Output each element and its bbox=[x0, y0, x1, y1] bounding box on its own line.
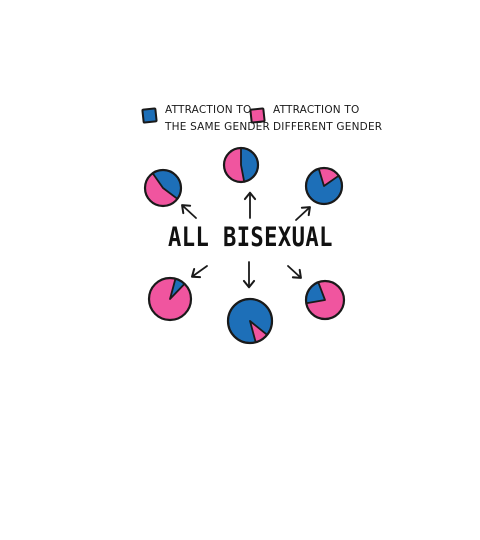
pies-group bbox=[143, 146, 346, 345]
pie-2 bbox=[222, 146, 260, 184]
arrow-bottom-right bbox=[287, 265, 302, 279]
legend-different-line1: Attraction to bbox=[273, 104, 360, 116]
legend-label-different: Attraction to different gender bbox=[273, 102, 382, 136]
arrows-group bbox=[181, 191, 311, 289]
pie-6 bbox=[304, 279, 346, 321]
legend-same-line1: Attraction to bbox=[165, 104, 252, 116]
legend-same-gender: Attraction to the same gender bbox=[141, 102, 270, 136]
legend-label-same: Attraction to the same gender bbox=[165, 102, 270, 136]
pie-4-outline bbox=[147, 276, 193, 322]
pie-4 bbox=[147, 276, 193, 322]
arrow-top-right bbox=[295, 206, 311, 221]
legend-different-line2: different gender bbox=[273, 121, 383, 133]
pie-5 bbox=[226, 297, 274, 345]
pie-3 bbox=[304, 166, 344, 206]
pie-3-outline bbox=[304, 166, 344, 206]
legend-same-line2: the same gender bbox=[165, 121, 270, 133]
legend-different-gender: Attraction to different gender bbox=[249, 102, 382, 136]
pie-2-outline bbox=[222, 146, 260, 184]
pie-5-outline bbox=[226, 297, 274, 345]
pie-1-outline bbox=[143, 168, 183, 208]
pie-6-outline bbox=[304, 279, 346, 321]
pie-2-slice-same bbox=[240, 147, 259, 183]
arrow-top-left bbox=[181, 204, 197, 219]
arrow-bottom-left bbox=[190, 265, 208, 279]
pie-1 bbox=[143, 168, 183, 208]
center-title: ALL BISEXUAL bbox=[168, 222, 333, 253]
